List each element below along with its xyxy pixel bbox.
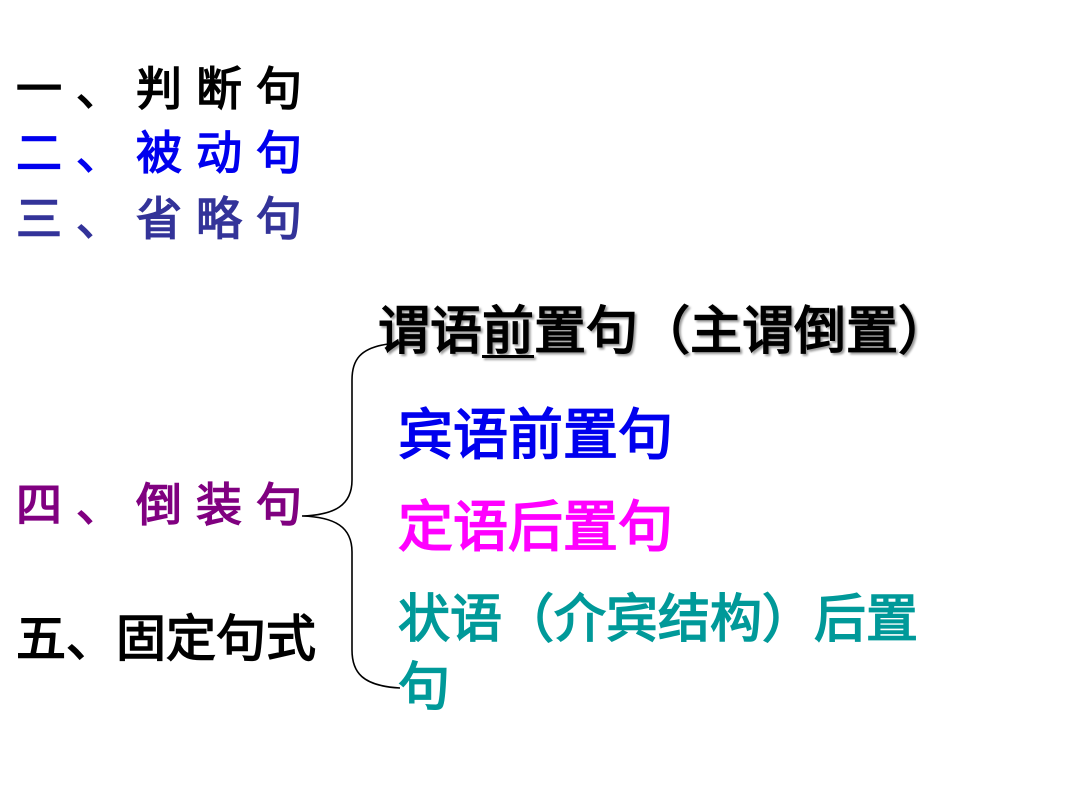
- object-preposition: 宾语前置句: [398, 403, 674, 467]
- attributive-postposition: 定语后置句: [398, 495, 674, 559]
- predicate-rest: 置句（主谓倒置）: [534, 302, 951, 362]
- item-inversion-sentence: 四、倒装句: [16, 478, 316, 532]
- item-judgment-sentence: 一、判断句: [16, 62, 316, 116]
- predicate-prefix: 谓语: [378, 302, 483, 362]
- predicate-underlined: 前: [482, 302, 535, 362]
- predicate-inversion: 谓语前置句（主谓倒置）: [378, 306, 950, 358]
- item-passive-sentence: 二、被动句: [16, 126, 316, 180]
- item-omission-sentence: 三、省略句: [16, 192, 316, 246]
- adverbial-postposition-line2: 句: [398, 658, 451, 718]
- adverbial-postposition-line1: 状语（介宾结构）后置: [398, 590, 919, 650]
- item-fixed-pattern: 五、固定句式: [16, 610, 316, 668]
